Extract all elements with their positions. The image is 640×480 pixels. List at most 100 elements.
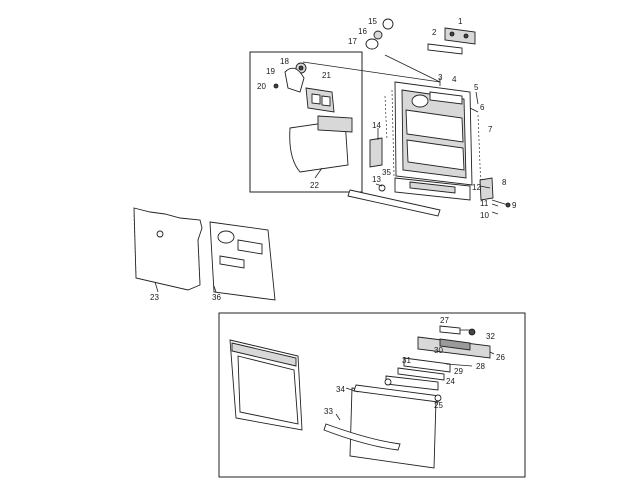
panel-36-cutout-lower [219, 255, 245, 269]
inner-door-top-slot [429, 91, 463, 105]
control-board-31 [397, 367, 445, 381]
nut-16 [373, 30, 383, 40]
gasket-right [477, 114, 482, 191]
vent-cover-1 [444, 27, 476, 45]
callout-11: 11 [480, 199, 489, 208]
hinge-bracket-left [369, 137, 383, 168]
leader-23 [154, 281, 159, 293]
gasket-left [391, 89, 395, 177]
callout-27: 27 [440, 316, 449, 325]
callout-6: 6 [480, 103, 485, 112]
control-bracket-30 [403, 357, 451, 373]
dispenser-detail-frame [249, 51, 363, 193]
callout-30: 30 [434, 346, 443, 355]
vent-seal-2 [427, 43, 463, 55]
leader-22 [314, 167, 323, 179]
callout-1: 1 [458, 17, 463, 26]
knob-15 [382, 18, 394, 30]
callout-4: 4 [452, 75, 457, 84]
control-button-27 [439, 325, 461, 335]
leader-12 [479, 185, 491, 189]
leader-11 [491, 203, 499, 207]
panel-36-cutout-upper [237, 239, 263, 255]
bottom-vent-slot [409, 181, 456, 194]
callout-24: 24 [446, 377, 455, 386]
callout-33: 33 [324, 407, 333, 416]
panel-36-hole [217, 230, 235, 244]
leader-3 [384, 54, 441, 83]
vent-dot-a [449, 31, 455, 37]
leader-10 [491, 211, 499, 215]
door-handle-33 [323, 423, 401, 451]
vent-dot-b [463, 33, 469, 39]
door-top-trim-34 [353, 384, 441, 403]
hinge-spring-9 [491, 199, 509, 206]
callout-2: 2 [432, 28, 437, 37]
callout-10: 10 [480, 211, 489, 220]
callout-19: 19 [266, 67, 275, 76]
callout-9: 9 [512, 201, 517, 210]
callout-14: 14 [372, 121, 381, 130]
leader-34 [345, 387, 359, 393]
control-display [439, 338, 471, 351]
gasket-left-upper [384, 95, 388, 141]
callout-20: 20 [257, 82, 266, 91]
outer-door-control-strip [231, 342, 297, 367]
ring-17 [365, 38, 379, 50]
callout-22: 22 [310, 181, 319, 190]
outer-door-assembly: 27 32 30 26 31 28 29 24 34 25 33 [218, 312, 526, 478]
screw-35 [378, 184, 386, 192]
callout-28: 28 [476, 362, 485, 371]
clip-25-right [434, 394, 442, 402]
leader-36 [213, 285, 217, 293]
dispenser-housing-22 [289, 119, 349, 173]
insulation-panel-23 [133, 207, 203, 291]
callout-12: 12 [472, 183, 481, 192]
bottom-trim-strip [347, 189, 441, 217]
callout-29: 29 [454, 367, 463, 376]
inner-door-assembly: 1 2 3 4 5 6 7 8 9 10 11 12 13 14 15 16 1… [249, 17, 517, 220]
hinge-bracket-right [479, 177, 494, 201]
callout-35: 35 [382, 168, 391, 177]
insulation-panels: 23 36 [133, 207, 276, 302]
callout-7: 7 [488, 125, 493, 134]
inner-door-port [411, 94, 429, 108]
callout-26: 26 [496, 353, 505, 362]
callout-34: 34 [336, 385, 345, 394]
callout-36: 36 [212, 293, 221, 302]
inner-door-rack-upper [405, 109, 464, 143]
leader-5 [475, 91, 479, 105]
spring-end [505, 202, 511, 208]
leader-6 [469, 107, 479, 113]
leader-28 [445, 363, 473, 367]
callout-32: 32 [486, 332, 495, 341]
leader-26 [489, 351, 495, 355]
callout-17: 17 [348, 37, 357, 46]
dispenser-lid [317, 115, 353, 133]
clip-24-left [384, 378, 392, 386]
callout-5: 5 [474, 83, 479, 92]
callout-18: 18 [280, 57, 289, 66]
callout-3: 3 [438, 73, 443, 82]
panel-23-edge-right [197, 239, 201, 285]
outer-door-frame [218, 312, 526, 478]
callout-15: 15 [368, 17, 377, 26]
callout-8: 8 [502, 178, 507, 187]
leader-35 [375, 183, 383, 187]
dispenser-arm-19 [284, 67, 305, 93]
callout-16: 16 [358, 27, 367, 36]
leader-33 [335, 413, 341, 421]
inner-door-rack-lower [406, 139, 465, 171]
leader-18 [302, 61, 441, 83]
callout-25: 25 [434, 401, 443, 410]
outer-door-front [237, 355, 299, 425]
panel-23-hole [156, 230, 164, 238]
callout-21: 21 [322, 71, 331, 80]
control-knob-32 [468, 328, 476, 336]
dispenser-cup-b [321, 95, 331, 107]
dispenser-cup-a [311, 93, 321, 105]
callout-13: 13 [372, 175, 381, 184]
callout-31: 31 [402, 356, 411, 365]
callout-23: 23 [150, 293, 159, 302]
